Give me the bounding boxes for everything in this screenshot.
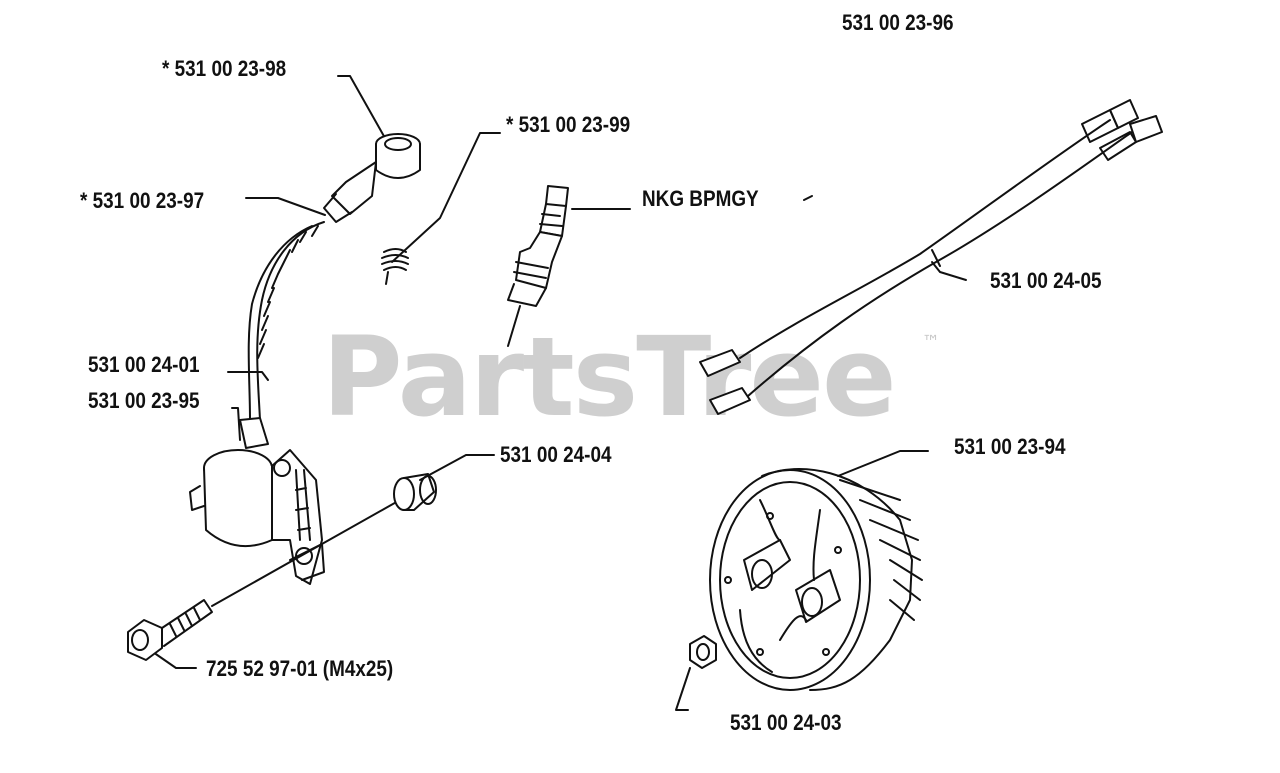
label-725-52-97-01: 725 52 97-01 (M4x25): [206, 656, 394, 681]
label-531-00-23-95: 531 00 23-95: [88, 388, 200, 413]
boot-spring: [381, 248, 409, 285]
parts-tree-watermark: PartsTree: [322, 313, 897, 441]
spark-plug-boot: [323, 133, 421, 223]
trademark-symbol: ™: [922, 332, 940, 353]
label-531-00-23-96: 531 00 23-96: [842, 10, 954, 35]
label-531-00-23-98: * 531 00 23-98: [162, 56, 287, 81]
mounting-bolt: [127, 499, 401, 661]
label-531-00-24-03: 531 00 24-03: [730, 710, 842, 735]
ignition-lead: [247, 221, 325, 421]
leader-lines: [149, 75, 967, 711]
label-531-00-24-04: 531 00 24-04: [500, 442, 612, 467]
label-531-00-24-01: 531 00 24-01: [88, 352, 200, 377]
label-531-00-23-99: * 531 00 23-99: [506, 112, 631, 137]
flywheel: [709, 468, 923, 691]
spark-plug: [507, 185, 569, 347]
label-531-00-23-97: * 531 00 23-97: [80, 188, 205, 213]
wire-harness: [699, 99, 1163, 415]
ignition-module: [189, 417, 325, 585]
label-nkg-bpmgy: NKG BPMGY: [642, 186, 759, 211]
spacer-sleeve: [393, 473, 437, 511]
flywheel-nut: [689, 635, 717, 669]
label-531-00-23-94: 531 00 23-94: [954, 434, 1066, 459]
label-531-00-24-05: 531 00 24-05: [990, 268, 1102, 293]
